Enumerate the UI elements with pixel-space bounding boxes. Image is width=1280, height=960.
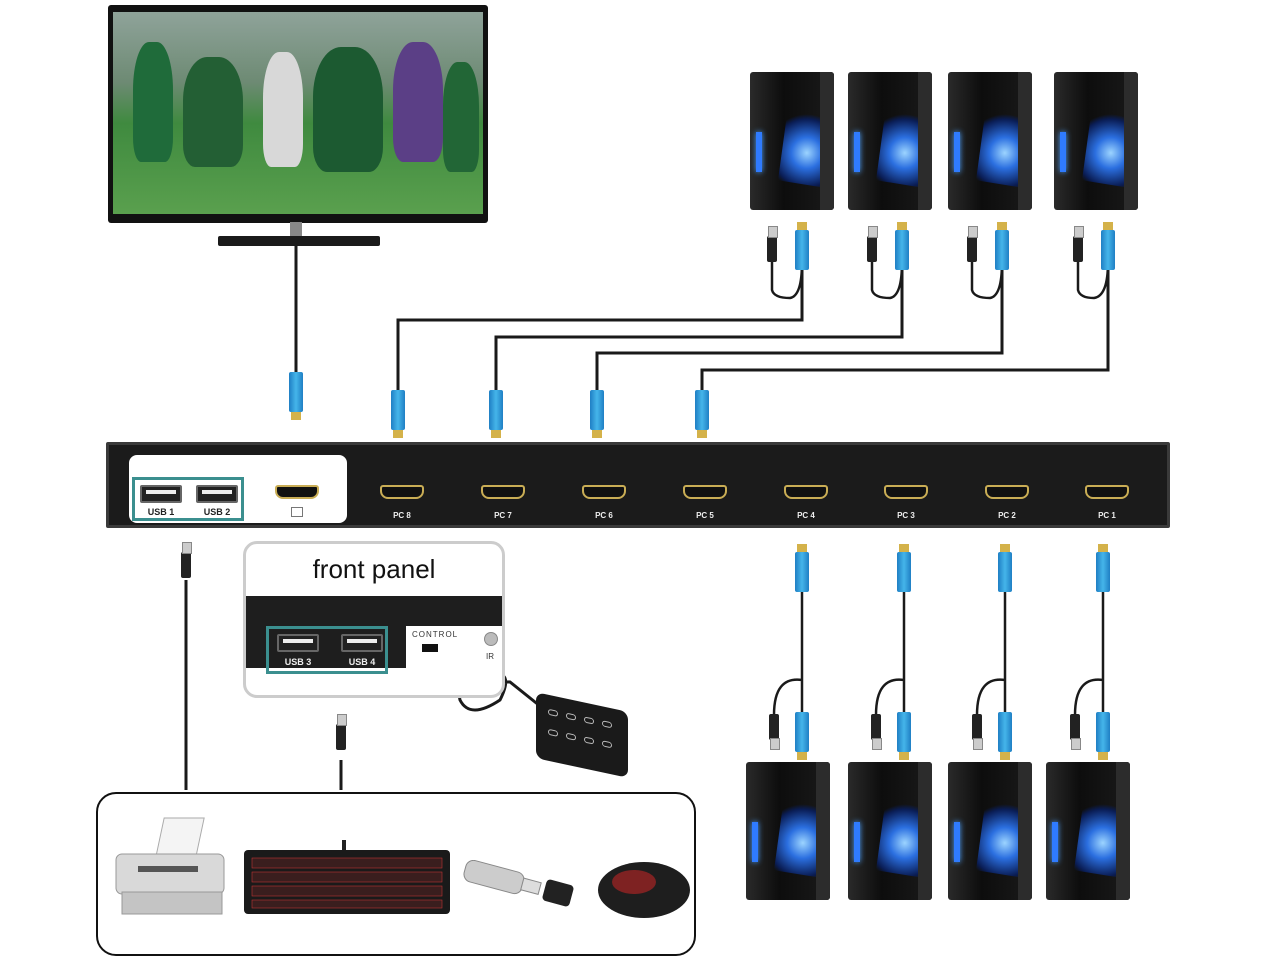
hdmi-port [481, 485, 525, 499]
pc-tower [1046, 762, 1130, 900]
usb-port-3 [277, 634, 319, 652]
pc-port-label: PC 5 [696, 511, 714, 520]
pc-tower [948, 762, 1032, 900]
hdmi-plug [897, 544, 911, 592]
usb-plug [871, 714, 882, 750]
hdmi-plug [998, 712, 1012, 760]
mouse-icon [598, 862, 690, 918]
usb-port-label: USB 1 [147, 507, 175, 517]
usb-plug [181, 542, 192, 578]
hdmi-plug [590, 390, 604, 438]
tv-stand-base [218, 236, 380, 246]
printer-icon [115, 817, 225, 915]
control-port [422, 644, 438, 652]
hdmi-port [784, 485, 828, 499]
usb-plug [336, 714, 347, 750]
ir-label: IR [486, 652, 494, 661]
hdmi-plug [1096, 712, 1110, 760]
pc-port-label: PC 6 [595, 511, 613, 520]
usb-port-4 [341, 634, 383, 652]
pc-port-label: PC 8 [393, 511, 411, 520]
usb-port-label: USB 4 [348, 657, 376, 667]
hdmi-plug [897, 712, 911, 760]
pc-port-label: PC 7 [494, 511, 512, 520]
control-label: CONTROL [412, 630, 459, 639]
usb-plug [767, 226, 778, 262]
usb-flash-drive-icon [463, 860, 574, 907]
usb-port-1 [140, 485, 182, 503]
hdmi-port [1085, 485, 1129, 499]
usb-plug [867, 226, 878, 262]
hdmi-plug [695, 390, 709, 438]
front-panel-title: front panel [312, 554, 436, 584]
pc-tower [746, 762, 830, 900]
monitor-icon [291, 507, 303, 517]
pc-port-label: PC 3 [897, 511, 915, 520]
front-usb-group: USB 3 USB 4 [266, 626, 388, 674]
hdmi-plug [489, 390, 503, 438]
tv-monitor [108, 5, 488, 223]
pc-port-label: PC 4 [797, 511, 815, 520]
pc-tower [848, 72, 932, 210]
pc-port-label: PC 2 [998, 511, 1016, 520]
usb-port-label: USB 3 [284, 657, 312, 667]
usb-plug [769, 714, 780, 750]
hdmi-plug [391, 390, 405, 438]
control-section: CONTROL IR [406, 626, 502, 668]
pc-tower [848, 762, 932, 900]
usb-plug [1070, 714, 1081, 750]
hdmi-plug [795, 544, 809, 592]
hdmi-plug [1101, 222, 1115, 270]
pc-port-label: PC 1 [1098, 511, 1116, 520]
hdmi-plug [1096, 544, 1110, 592]
hdmi-port [985, 485, 1029, 499]
hdmi-plug [995, 222, 1009, 270]
kvm-switch-rear-panel: USB 1 USB 2 PC 8 PC 7 PC 6 PC 5 PC 4 PC … [106, 442, 1170, 528]
hdmi-plug-monitor [289, 372, 303, 420]
hdmi-plug [998, 544, 1012, 592]
usb-plug [1073, 226, 1084, 262]
hdmi-port [582, 485, 626, 499]
usb-port-label: USB 2 [203, 507, 231, 517]
hdmi-port [683, 485, 727, 499]
ir-sensor [484, 632, 498, 646]
hdmi-port [884, 485, 928, 499]
pc-tower [750, 72, 834, 210]
tv-stand-neck [290, 222, 302, 238]
front-panel-callout: front panel USB 3 USB 4 CONTROL IR [243, 541, 505, 698]
hdmi-port [380, 485, 424, 499]
peripherals-box [96, 792, 696, 956]
keyboard-icon [244, 840, 450, 914]
usb-port-group: USB 1 USB 2 [132, 477, 244, 521]
console-port-section: USB 1 USB 2 [129, 455, 347, 523]
tv-screen-image [113, 12, 483, 214]
pc-tower [948, 72, 1032, 210]
usb-plug [967, 226, 978, 262]
front-panel-face: USB 3 USB 4 CONTROL IR [246, 596, 502, 674]
hdmi-plug [795, 712, 809, 760]
usb-plug [972, 714, 983, 750]
pc-tower [1054, 72, 1138, 210]
hdmi-plug [895, 222, 909, 270]
hdmi-port-monitor-out [275, 485, 319, 499]
hdmi-plug [795, 222, 809, 270]
usb-port-2 [196, 485, 238, 503]
